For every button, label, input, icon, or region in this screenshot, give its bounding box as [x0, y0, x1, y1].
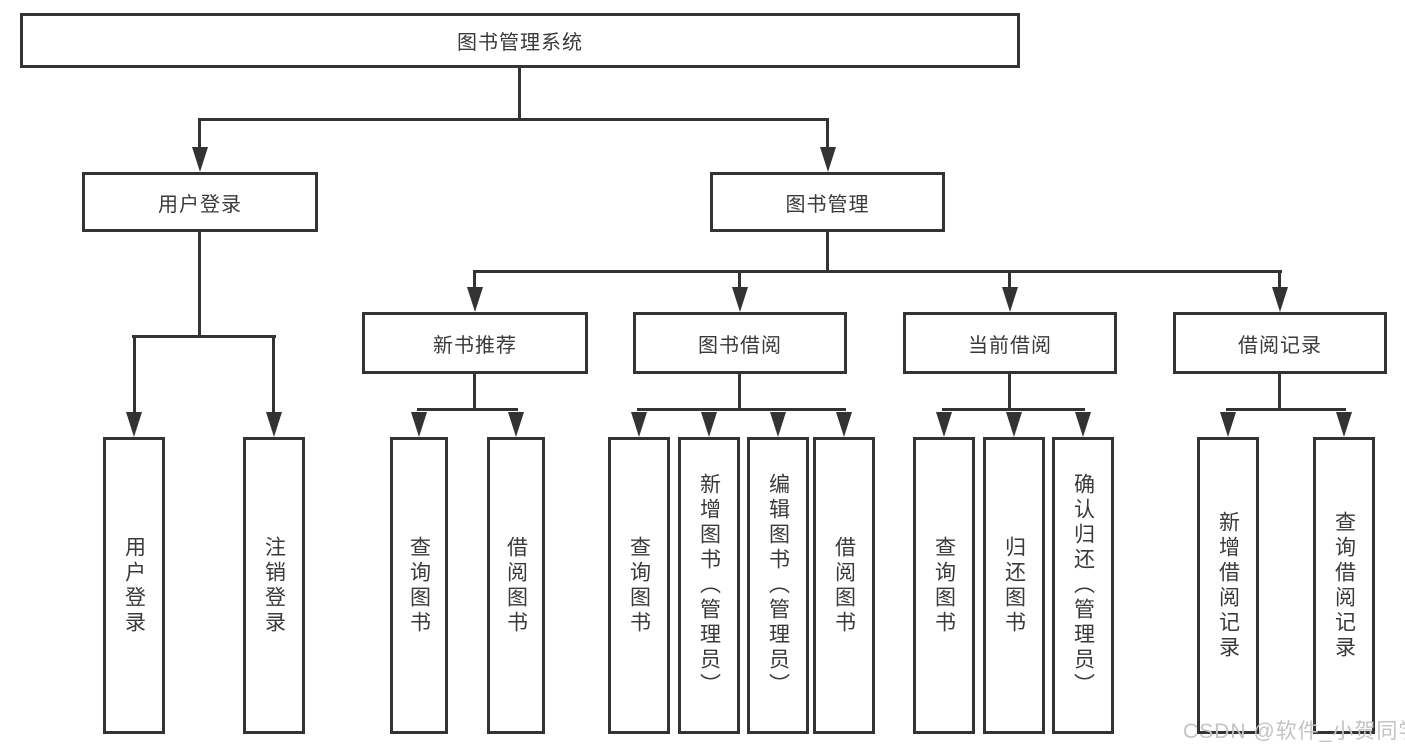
- leaf-label: 借阅图书: [504, 535, 528, 636]
- node-label: 借阅记录: [1238, 334, 1322, 357]
- node-label: 图书管理系统: [457, 32, 583, 54]
- leaf-query-books-current: 查询图书: [913, 437, 975, 734]
- leaf-logout: 注销登录: [243, 437, 305, 734]
- connector-user-login-bus: [132, 335, 276, 338]
- leaf-user-login: 用户登录: [103, 437, 165, 734]
- leaf-label: 用户登录: [122, 535, 146, 636]
- leaf-borrow-books-recommend: 借阅图书: [487, 437, 545, 734]
- node-label: 图书借阅: [698, 334, 782, 357]
- arrowhead-down-icon: [508, 412, 524, 437]
- node-book-management: 图书管理: [710, 172, 945, 232]
- arrowhead-down-icon: [770, 412, 786, 437]
- node-current-borrowing: 当前借阅: [903, 312, 1117, 374]
- leaf-label: 确认归还（管理员）: [1071, 473, 1095, 698]
- arrowhead-down-icon: [820, 147, 836, 172]
- leaf-confirm-return-admin: 确认归还（管理员）: [1052, 437, 1114, 734]
- connector-borrow-records-feed: [1278, 374, 1281, 410]
- arrowhead-down-icon: [1220, 412, 1236, 437]
- leaf-label: 注销登录: [262, 535, 286, 636]
- arrowhead-down-icon: [836, 412, 852, 437]
- arrowhead-down-icon: [266, 412, 282, 437]
- connector-root-feed: [518, 68, 521, 120]
- leaf-edit-books-admin: 编辑图书（管理员）: [747, 437, 809, 734]
- leaf-query-books-recommend: 查询图书: [390, 437, 448, 734]
- arrowhead-down-icon: [411, 412, 427, 437]
- connector-drop-book-borrow: [738, 270, 741, 289]
- connector-book-mgmt-bus: [474, 270, 1282, 273]
- leaf-label: 新增图书（管理员）: [697, 473, 721, 698]
- arrowhead-down-icon: [1336, 412, 1352, 437]
- leaf-label: 新增借阅记录: [1216, 510, 1240, 661]
- arrowhead-down-icon: [936, 412, 952, 437]
- leaf-label: 查询图书: [627, 535, 651, 636]
- leaf-query-books-borrowing: 查询图书: [608, 437, 670, 734]
- leaf-query-borrow-record: 查询借阅记录: [1313, 437, 1375, 734]
- arrowhead-down-icon: [192, 147, 208, 172]
- connector-book-borrow-feed: [738, 374, 741, 410]
- leaf-label: 查询借阅记录: [1332, 510, 1356, 661]
- arrowhead-down-icon: [1002, 287, 1018, 312]
- leaf-add-books-admin: 新增图书（管理员）: [678, 437, 740, 734]
- connector-current-borrow-feed: [1008, 374, 1011, 410]
- arrowhead-down-icon: [1006, 412, 1022, 437]
- leaf-label: 编辑图书（管理员）: [766, 473, 790, 698]
- leaf-label: 归还图书: [1002, 535, 1026, 636]
- arrowhead-down-icon: [1272, 287, 1288, 312]
- leaf-label: 查询图书: [932, 535, 956, 636]
- connector-drop-leaf-user-login: [133, 335, 136, 412]
- node-label: 当前借阅: [968, 334, 1052, 357]
- connector-new-book-rec-feed: [473, 374, 476, 410]
- connector-root-bus: [198, 118, 829, 121]
- connector-drop-current-borrow: [1008, 270, 1011, 289]
- node-library-management-system: 图书管理系统: [20, 13, 1020, 68]
- node-label: 图书管理: [785, 193, 870, 216]
- connector-book-mgmt-feed: [826, 230, 829, 272]
- node-label: 新书推荐: [433, 334, 517, 357]
- csdn-watermark: CSDN @软件_小贺同学: [1183, 720, 1405, 743]
- connector-drop-leaf-logout: [272, 335, 275, 412]
- arrowhead-down-icon: [701, 412, 717, 437]
- arrowhead-down-icon: [467, 287, 483, 312]
- connector-borrow-records-bus: [1226, 408, 1346, 411]
- connector-current-borrow-bus: [942, 408, 1085, 411]
- node-new-book-recommendation: 新书推荐: [362, 312, 588, 374]
- connector-drop-new-book-rec: [473, 270, 476, 289]
- node-borrowing-records: 借阅记录: [1173, 312, 1387, 374]
- leaf-return-books: 归还图书: [983, 437, 1045, 734]
- connector-drop-user-login: [198, 118, 201, 150]
- node-user-login: 用户登录: [82, 172, 318, 232]
- connector-book-borrow-bus: [637, 408, 846, 411]
- leaf-label: 借阅图书: [832, 535, 856, 636]
- arrowhead-down-icon: [732, 287, 748, 312]
- arrowhead-down-icon: [126, 412, 142, 437]
- connector-drop-borrow-records: [1278, 270, 1281, 289]
- node-label: 用户登录: [158, 193, 242, 216]
- node-book-borrowing: 图书借阅: [633, 312, 847, 374]
- connector-user-login-feed: [198, 230, 201, 338]
- connector-drop-book-mgmt: [826, 118, 829, 150]
- arrowhead-down-icon: [1075, 412, 1091, 437]
- arrowhead-down-icon: [631, 412, 647, 437]
- connector-new-book-rec-bus: [417, 408, 518, 411]
- leaf-add-borrow-record: 新增借阅记录: [1197, 437, 1259, 734]
- leaf-borrow-books-borrowing: 借阅图书: [813, 437, 875, 734]
- leaf-label: 查询图书: [407, 535, 431, 636]
